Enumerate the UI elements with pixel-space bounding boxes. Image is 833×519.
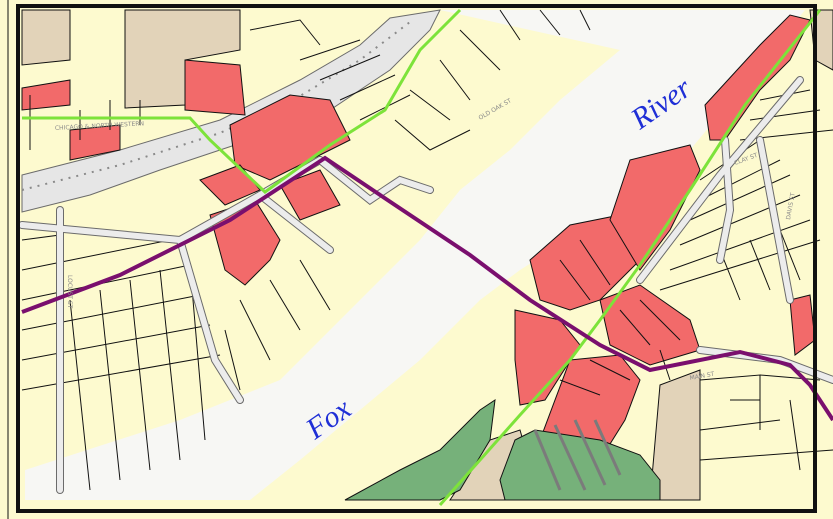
parcel-institutional-3	[649, 369, 701, 501]
parcel-commercial-12	[609, 144, 701, 271]
hatch-lines	[533, 419, 622, 491]
street-label-lower-right: MAIN ST	[689, 371, 715, 382]
park-area-2	[499, 429, 661, 501]
rail-corridor	[21, 9, 441, 213]
parcel-commercial-2	[21, 79, 71, 111]
parcel-commercial-8	[529, 214, 641, 311]
parcel-lines-right	[559, 89, 833, 471]
street-label-right-vertical: DAVIS ST	[785, 192, 797, 220]
parcel-commercial-1	[184, 59, 246, 116]
parcel-commercial-13	[704, 14, 811, 141]
green-road-south	[438, 9, 822, 506]
street-label-left-vertical: LOCUST ST	[66, 275, 73, 309]
parcel-lines	[21, 9, 591, 491]
map-border	[16, 4, 817, 513]
purple-highway[interactable]	[21, 155, 833, 422]
parcel-commercial-3	[69, 124, 121, 161]
green-roads[interactable]	[22, 8, 822, 506]
green-road-north	[22, 8, 462, 194]
river-water	[25, 10, 805, 500]
parcel-commercial-6	[279, 169, 341, 221]
commercial-parcels	[21, 14, 816, 461]
parcel-institutional-1	[21, 9, 71, 66]
street-label-rail: CHICAGO & NORTH WESTERN	[55, 120, 144, 132]
